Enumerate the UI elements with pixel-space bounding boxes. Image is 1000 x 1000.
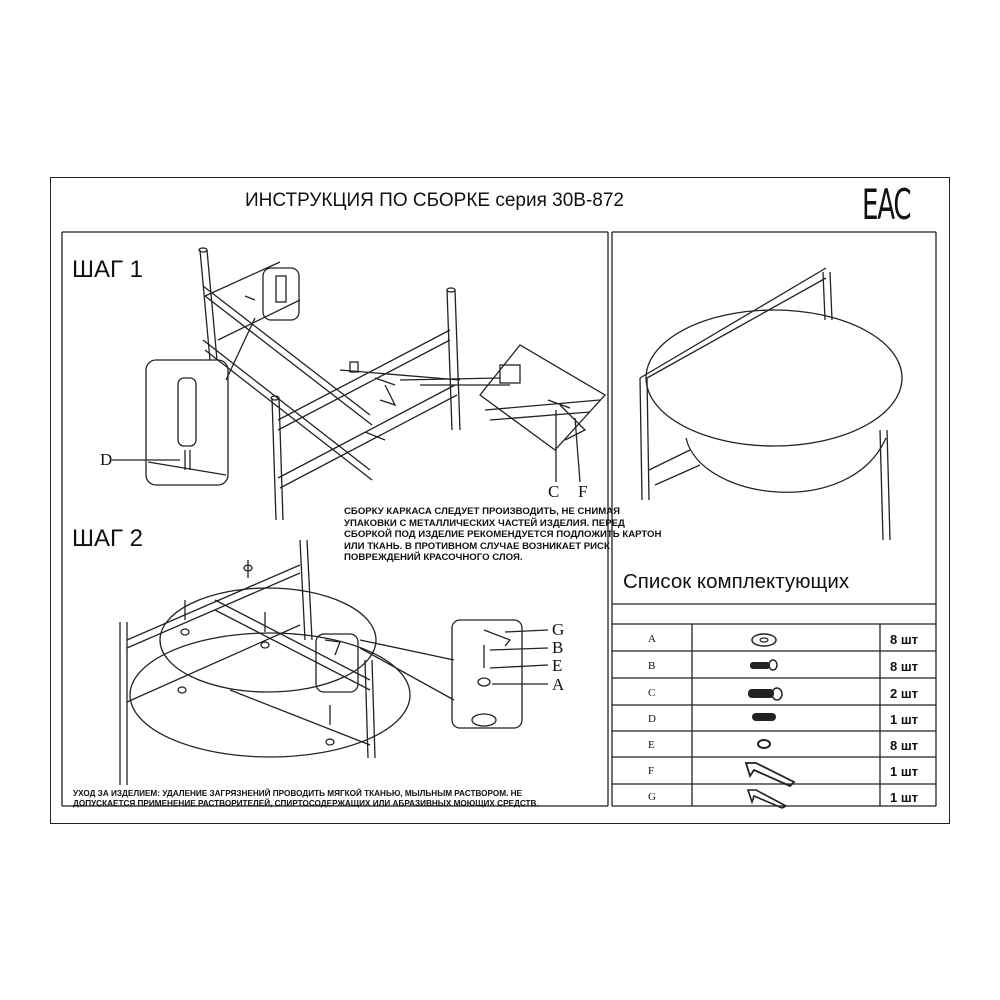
part-qty: 1 шт (890, 764, 919, 779)
frame-assembly-notice: СБОРКУ КАРКАСА СЛЕДУЕТ ПРОИЗВОДИТЬ, НЕ С… (344, 506, 662, 564)
part-qty: 1 шт (890, 790, 919, 805)
care-instructions: УХОД ЗА ИЗДЕЛИЕМ: УДАЛЕНИЕ ЗАГРЯЗНЕНИЙ П… (73, 789, 539, 808)
part-label: F (648, 765, 655, 777)
instruction-sheet (50, 177, 950, 824)
stud-icon (752, 713, 776, 721)
callout-c: C (548, 482, 560, 501)
eac-mark: EAC (862, 180, 912, 229)
step-2-heading: ШАГ 2 (72, 525, 144, 552)
o-ring-icon (757, 739, 771, 749)
callout-a: A (552, 675, 565, 694)
part-label: C (648, 687, 656, 699)
part-label: D (648, 713, 656, 725)
hex-key-large-icon (744, 762, 796, 788)
part-qty: 8 шт (890, 738, 919, 753)
hex-key-small-icon (746, 789, 788, 809)
callout-d: D (100, 450, 113, 469)
parts-list-title: Список комплектующих (623, 570, 850, 593)
part-qty: 8 шт (890, 632, 919, 647)
bolt-icon (750, 659, 778, 671)
part-label: G (648, 791, 656, 803)
callout-g: G (552, 620, 565, 639)
part-label: E (648, 739, 655, 751)
step-1-heading: ШАГ 1 (72, 256, 144, 283)
part-label: A (648, 633, 656, 645)
washer-icon (751, 633, 777, 647)
part-label: B (648, 660, 656, 672)
page-title: ИНСТРУКЦИЯ ПО СБОРКЕ серия 30B-872 (245, 190, 624, 211)
part-qty: 1 шт (890, 712, 919, 727)
part-qty: 2 шт (890, 686, 919, 701)
callout-e: E (552, 656, 563, 675)
long-bolt-icon (748, 687, 783, 701)
part-qty: 8 шт (890, 659, 919, 674)
callout-b: B (552, 638, 564, 657)
callout-f: F (578, 482, 588, 501)
